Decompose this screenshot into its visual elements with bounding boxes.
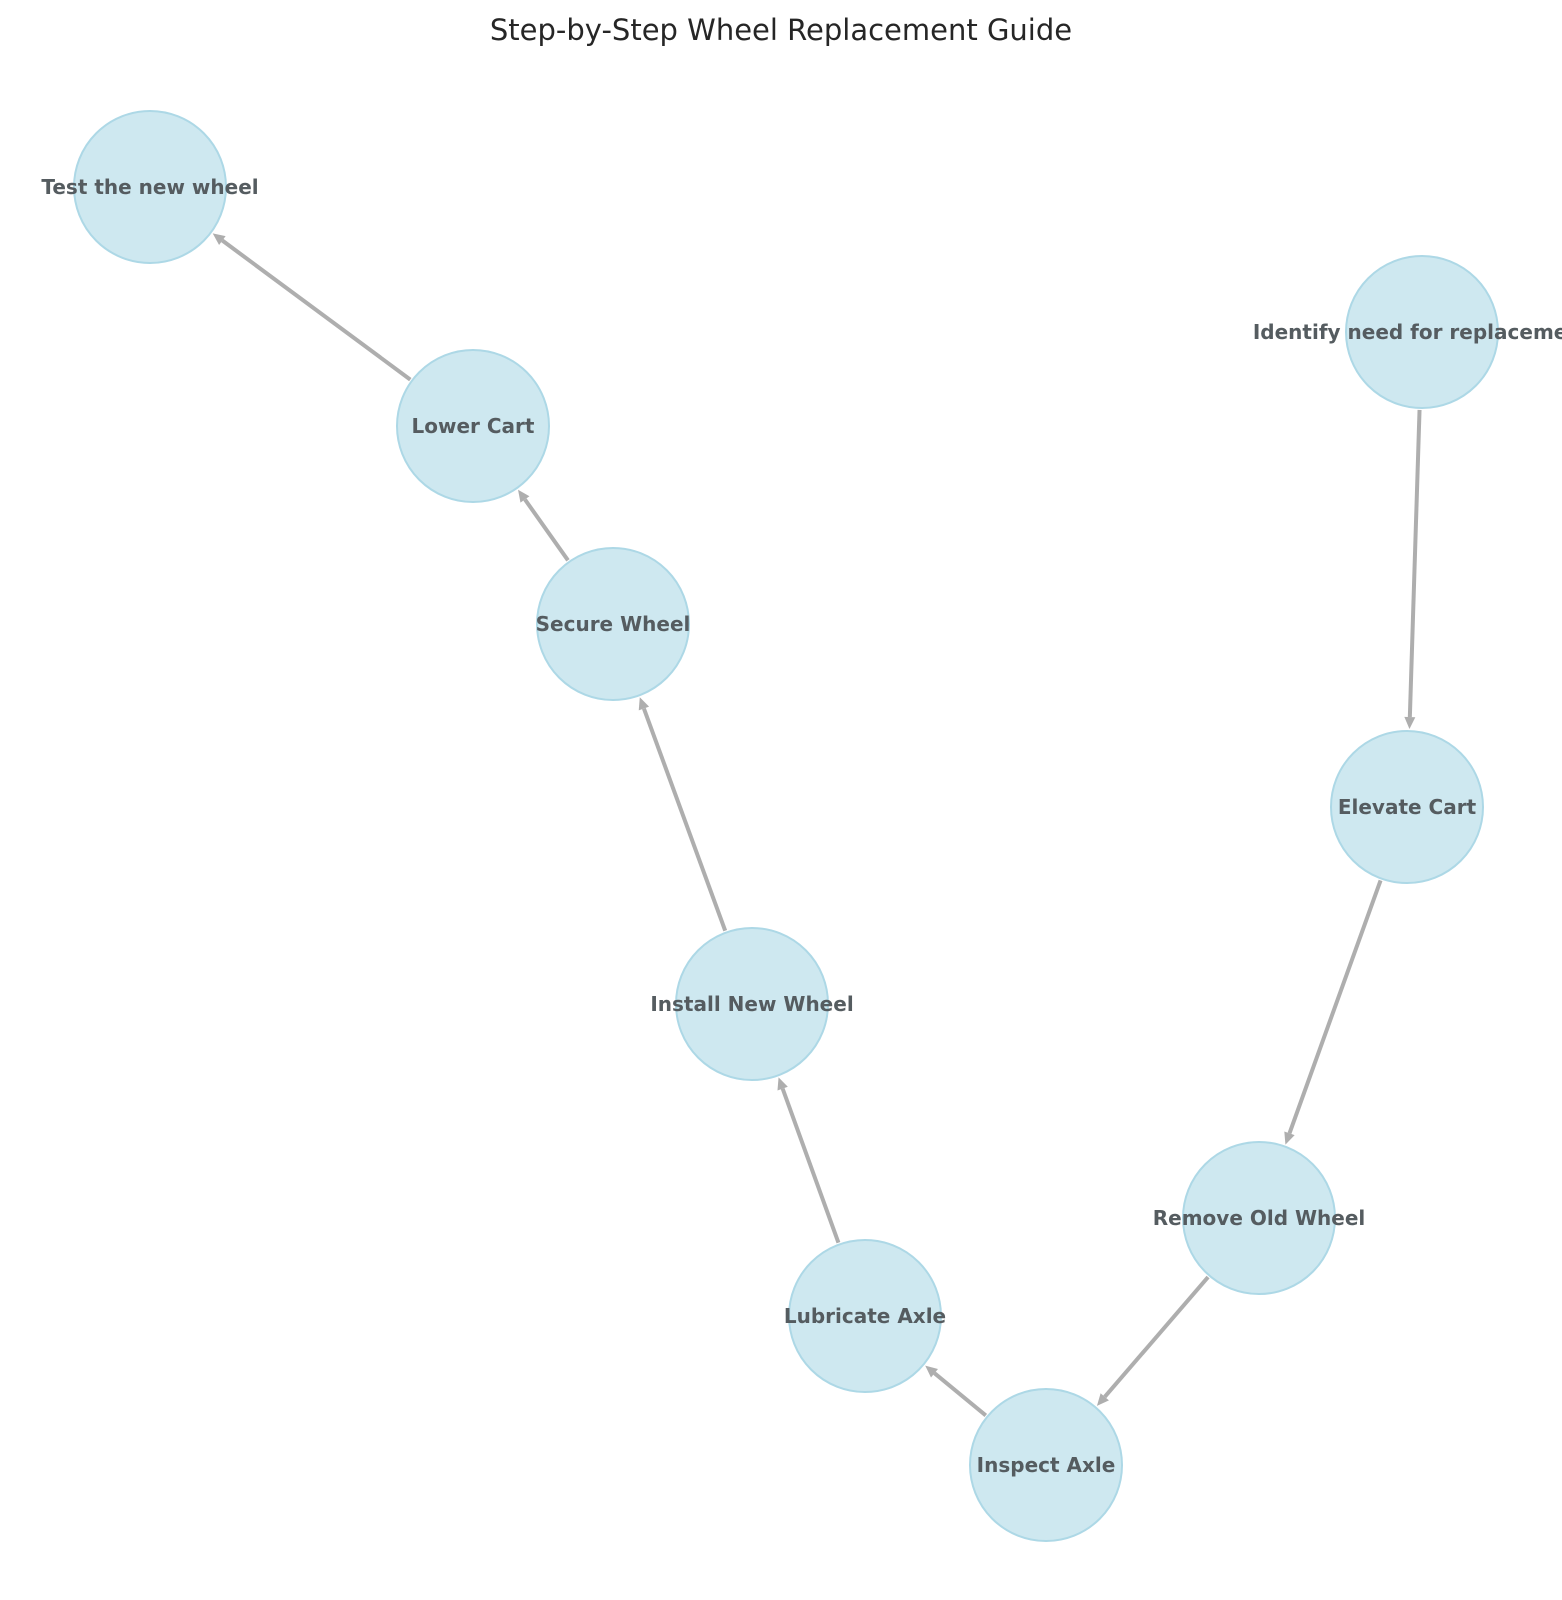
node-label: Lubricate Axle (784, 1304, 946, 1328)
edge-install-to-secure (638, 697, 728, 932)
node-label: Identify need for replacement (1253, 320, 1562, 344)
edge-line (933, 1371, 988, 1417)
arrowhead-icon (1284, 1131, 1295, 1145)
edge-identify-to-elevate (1404, 409, 1422, 730)
node-elevate: Elevate Cart (1330, 730, 1484, 884)
edge-remove-to-inspect (1096, 1275, 1210, 1406)
diagram-title: Step-by-Step Wheel Replacement Guide (490, 13, 1072, 47)
edge-line (1407, 409, 1422, 718)
node-circle (675, 927, 829, 1081)
edge-inspect-to-lubricate (925, 1365, 988, 1417)
node-identify: Identify need for replacement (1253, 255, 1562, 409)
node-label: Remove Old Wheel (1153, 1206, 1366, 1230)
edge-line (1103, 1275, 1210, 1399)
node-circle (1182, 1141, 1336, 1295)
node-label: Lower Cart (412, 414, 535, 438)
node-circle (1330, 730, 1484, 884)
edge-secure-to-lower (518, 489, 570, 562)
edge-line (523, 498, 570, 562)
edge-line (780, 1087, 841, 1244)
edge-elevate-to-remove (1284, 879, 1383, 1145)
node-secure: Secure Wheel (536, 547, 691, 701)
edge-line (642, 707, 728, 932)
arrowhead-icon (1404, 716, 1416, 730)
node-label: Inspect Axle (977, 1453, 1116, 1477)
node-circle (969, 1388, 1123, 1542)
edge-lubricate-to-install (777, 1077, 841, 1244)
arrowhead-icon (1096, 1393, 1109, 1406)
arrowhead-icon (518, 489, 530, 503)
node-circle (536, 547, 690, 701)
node-test: Test the new wheel (41, 110, 259, 264)
node-circle (73, 110, 227, 264)
arrowhead-icon (638, 697, 650, 711)
node-remove: Remove Old Wheel (1153, 1141, 1366, 1295)
arrowhead-icon (925, 1365, 938, 1378)
node-label: Secure Wheel (536, 612, 691, 636)
node-label: Install New Wheel (650, 992, 853, 1016)
node-circle (396, 349, 550, 503)
arrowhead-icon (777, 1077, 788, 1091)
node-install: Install New Wheel (650, 927, 854, 1081)
node-circle (1345, 255, 1499, 409)
arrowhead-icon (212, 233, 226, 245)
edge-line (221, 238, 412, 382)
node-lubricate: Lubricate Axle (784, 1239, 946, 1393)
edge-line (1287, 879, 1383, 1135)
node-label: Elevate Cart (1338, 795, 1477, 819)
node-lower: Lower Cart (396, 349, 550, 503)
edges-layer (212, 233, 1422, 1417)
node-circle (788, 1239, 942, 1393)
node-label: Test the new wheel (41, 175, 258, 199)
node-inspect: Inspect Axle (969, 1388, 1123, 1542)
edge-lower-to-test (212, 233, 412, 382)
